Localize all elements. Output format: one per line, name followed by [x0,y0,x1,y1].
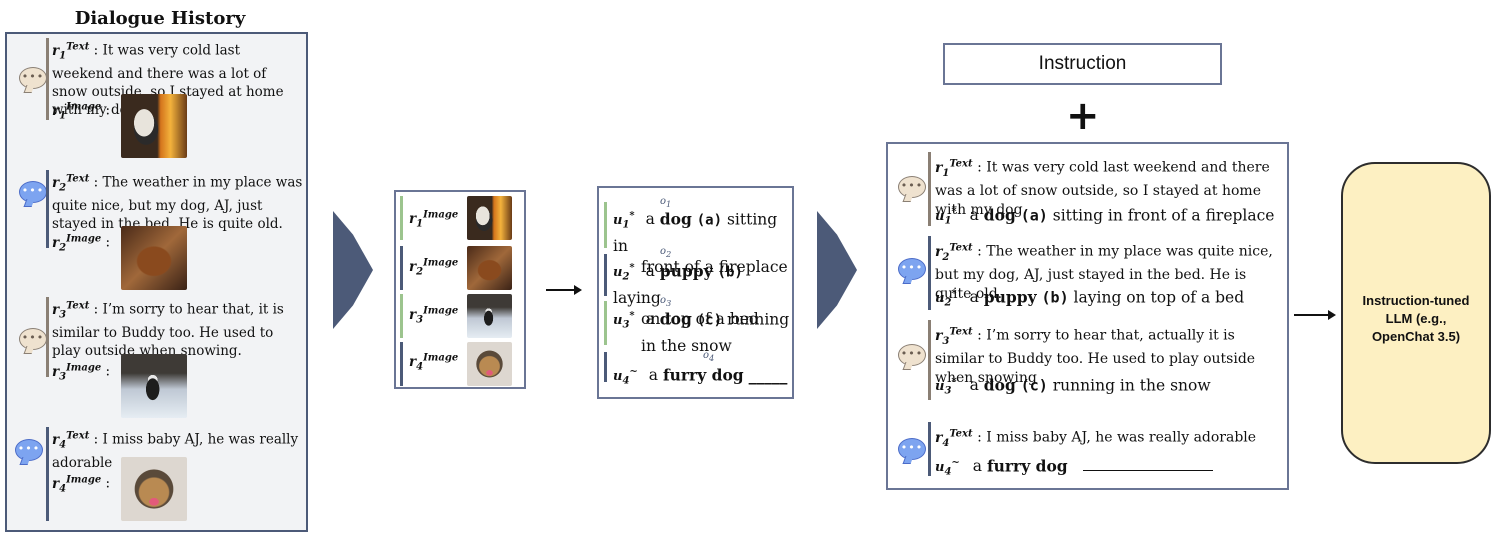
caption-utterances-panel: o1 u1* a dog (a) sitting in front of a f… [597,186,794,399]
context-utterance-1: u1* a dog (a) sitting in front of a fire… [935,205,1275,227]
llm-box: Instruction-tuned LLM (e.g., OpenChat 3.… [1341,162,1491,464]
speech-bubble-icon: ••• [19,67,47,89]
row-bar [604,301,607,345]
image-responses-panel: r1Image : r2Image : r3Image : r4Image : [394,190,526,389]
context-turn-2-text: r2Text : The weather in my place was qui… [935,242,1273,303]
turn-4-image-label: r4Image : [52,474,111,495]
utterance-2: u2* a puppy (b) laying on top of a bed [613,261,759,328]
speech-bubble-icon: ••• [898,438,926,460]
context-turn-3-text: r3Text : I’m sorry to hear that, actuall… [935,326,1256,387]
right-arrow-icon [546,285,582,295]
turn-3-image-label: r3Image : [52,362,111,383]
turn-bar [46,427,49,521]
turn-1-image-label: r1Image : [52,101,111,122]
object-marker: o3 [660,295,672,308]
context-utterance-4: u4~ a furry dog [935,453,1285,483]
turn-bar [46,297,49,377]
dialogue-history-title: Dialogue History [74,8,246,29]
object-marker: o1 [660,196,672,209]
turn-3-text: r3Text : I’m sorry to hear that, it is s… [52,300,284,360]
object-marker: o2 [660,246,672,259]
turn-bar [46,38,49,120]
chevron-arrow-icon [817,211,857,329]
row-bar [400,294,403,338]
furry-dog-image [121,457,187,521]
plus-icon: + [1066,93,1100,139]
turn-bar [928,422,931,476]
turn-2-image-label: r2Image : [52,233,111,254]
speech-bubble-icon: ••• [898,344,926,366]
row-bar [400,246,403,290]
turn-1-text: r1Text : It was very cold last weekend a… [52,41,284,119]
dog-snow-thumb [467,294,512,338]
utterance-3: u3* a dog (c) running in the snow [613,309,790,355]
turn-bar [928,152,931,226]
speech-bubble-icon: ••• [19,181,47,203]
turn-4-text: r4Text : I miss baby AJ, he was really a… [52,430,299,472]
turn-bar [46,170,49,248]
instruction-box: Instruction [943,43,1222,85]
object-marker: o4 [703,350,715,363]
dog-fireplace-image [121,94,187,158]
speech-bubble-icon: ••• [898,176,926,198]
row-bar [604,202,607,248]
row-bar [400,196,403,240]
context-turn-4-text: r4Text : I miss baby AJ, he was really a… [935,428,1257,449]
combined-context-panel: ••• r1Text : It was very cold last weeke… [886,142,1289,490]
context-utterance-3: u3* a dog (c) running in the snow [935,375,1211,397]
row-bar [604,352,607,382]
right-arrow-icon [1294,310,1336,320]
context-utterance-2: u2* a puppy (b) laying on top of a bed [935,287,1245,309]
utterance-1: u1* a dog (a) sitting in front of a fire… [613,209,788,276]
furry-dog-thumb [467,342,512,386]
speech-bubble-icon: ••• [898,258,926,280]
turn-bar [928,320,931,400]
context-turn-1-text: r1Text : It was very cold last weekend a… [935,158,1270,219]
puppy-bed-thumb [467,246,512,290]
speech-bubble-icon: ••• [15,439,43,461]
speech-bubble-icon: ••• [19,328,47,350]
turn-bar [928,236,931,310]
row-bar [604,254,607,296]
turn-2-text: r2Text : The weather in my place was qui… [52,173,303,233]
dog-fireplace-thumb [467,196,512,240]
dialogue-history-panel: ••• r1Text : It was very cold last weeke… [5,32,308,532]
answer-blank [1082,470,1213,472]
dog-snow-image [121,354,187,418]
chevron-arrow-icon [333,211,373,329]
row-bar [400,342,403,386]
puppy-bed-image [121,226,187,290]
llm-label: Instruction-tuned LLM (e.g., OpenChat 3.… [1362,293,1470,344]
utterance-4: u4~ a furry dog _____ [613,365,788,387]
